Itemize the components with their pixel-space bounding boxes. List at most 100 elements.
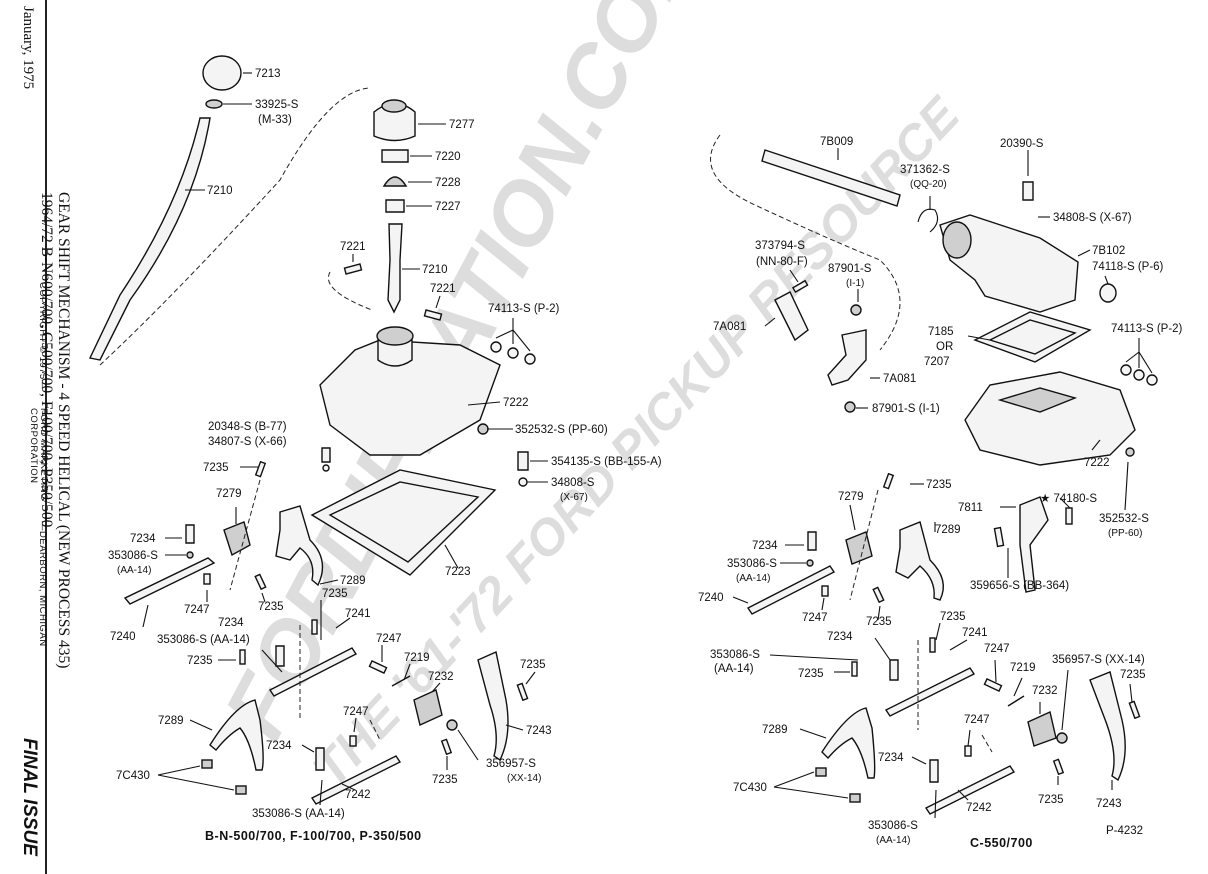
label-7247-rc: 7247: [964, 714, 990, 726]
shift-rail-7240: [123, 557, 216, 605]
label-nn-80-f: (NN-80-F): [756, 256, 808, 268]
label-353086-s-b: 353086-S (AA-14): [157, 634, 250, 646]
label-33925-s: 33925-S: [255, 99, 299, 111]
shift-lever-lower: [387, 223, 403, 314]
insert-7c430-ra: [815, 767, 827, 777]
ball-353086-ra: [806, 559, 814, 567]
spring-7234-c: [315, 747, 325, 771]
label-7241: 7241: [345, 608, 371, 620]
label-373794-s: 373794-S: [755, 240, 805, 252]
caption-right-models: C-550/700: [970, 836, 1033, 850]
label-74180-s: ★ 74180-S: [1040, 493, 1097, 505]
label-7220: 7220: [435, 151, 461, 163]
label-353086-s-ra: 353086-S: [727, 558, 777, 570]
label-7235-rc: 7235: [940, 611, 966, 623]
label-7247-rb: 7247: [984, 643, 1010, 655]
label-7243: 7243: [526, 725, 552, 737]
interlock-7247-rc: [964, 745, 972, 757]
label-7234-a: 7234: [130, 533, 156, 545]
shift-cover: [319, 339, 501, 456]
label-7221-b: 7221: [430, 283, 456, 295]
pin-7235-rb: [872, 586, 885, 604]
plug-74118: [1099, 283, 1117, 303]
label-34807-s: 34807-S (X-66): [208, 436, 287, 448]
label-7c430-right: 7C430: [733, 782, 767, 794]
ring-356957-right: [1056, 732, 1068, 744]
shift-rail-7241-right: [884, 667, 976, 717]
shift-fork-right-lower: [821, 707, 876, 779]
shift-rail-7240-right: [746, 565, 836, 615]
shift-block-7232: [413, 689, 443, 726]
lockwasher-34808: [518, 477, 528, 487]
label-7289-b: 7289: [158, 715, 184, 727]
cap-top: [381, 99, 407, 113]
interlock-pin-7235-c: [311, 619, 318, 635]
label-7235-rd: 7235: [798, 668, 824, 680]
label-7240-right: 7240: [698, 592, 724, 604]
spring-7234-rb: [889, 659, 899, 681]
label-7235-rf: 7235: [1038, 794, 1064, 806]
label-7243-right: 7243: [1096, 798, 1122, 810]
shift-fork-7243-right: [1089, 671, 1126, 782]
spring-7234-ra: [807, 531, 817, 551]
label-34808-s: 34808-S: [551, 477, 595, 489]
label-87901-s-b: 87901-S (I-1): [872, 403, 940, 415]
label-7219: 7219: [404, 652, 430, 664]
leader-extension-shaft: [710, 134, 901, 351]
label-7279: 7279: [216, 488, 242, 500]
label-359656-s: 359656-S (BB-364): [970, 580, 1069, 592]
label-or: OR: [936, 341, 953, 353]
bolt-20348: [321, 447, 331, 463]
label-354135-s: 354135-S (BB-155-A): [551, 456, 662, 468]
label-7247-c: 7247: [343, 706, 369, 718]
label-7a081-b: 7A081: [883, 373, 916, 385]
cover-turret: [377, 339, 413, 367]
label-352532-s-right: 352532-S: [1099, 513, 1149, 525]
shift-rail-7241: [268, 647, 358, 697]
label-7223: 7223: [445, 566, 471, 578]
cap-spring: [385, 199, 405, 213]
label-7234-b: 7234: [218, 617, 244, 629]
caption-left-models: B-N-500/700, F-100/700, P-350/500: [205, 829, 422, 843]
label-353086-s-rb: 353086-S: [710, 649, 760, 661]
shift-fork-right-upper: [895, 521, 944, 601]
label-xx-14: (XX-14): [507, 773, 541, 784]
washer-r3: [1146, 374, 1158, 386]
ball-353086-a: [186, 551, 194, 559]
pin-lower: [423, 309, 443, 321]
pin-upper: [343, 263, 363, 275]
figure-id: P-4232: [1106, 825, 1143, 837]
label-7234-rb: 7234: [827, 631, 853, 643]
gasket-7185-inner: [988, 319, 1077, 355]
label-7232: 7232: [428, 671, 454, 683]
label-7228: 7228: [435, 177, 461, 189]
leader-washers-right: [1125, 338, 1153, 374]
label-7b102: 7B102: [1092, 245, 1125, 257]
leader-pins: [328, 271, 373, 311]
label-7235-ra: 7235: [926, 479, 952, 491]
pin-7235-rf: [1052, 758, 1065, 776]
label-7235-re: 7235: [1120, 669, 1146, 681]
label-7247-a: 7247: [184, 604, 210, 616]
label-7235-c: 7235: [322, 588, 348, 600]
label-353086-s-c: 353086-S (AA-14): [252, 808, 345, 820]
snap-ring: [917, 208, 939, 233]
label-74113-s-right: 74113-S (P-2): [1111, 323, 1183, 335]
plug-352532-right: [1125, 447, 1135, 457]
shift-cover-right-opening: [997, 387, 1078, 413]
spring-7219: [391, 675, 411, 687]
label-371362-s: 371362-S: [900, 164, 950, 176]
shift-lever-upper: [88, 117, 211, 361]
shift-block-7279-right: [845, 531, 873, 565]
shift-cover-right: [964, 371, 1136, 466]
label-7235-b: 7235: [258, 601, 284, 613]
cap-dome: [382, 176, 408, 187]
label-7241-right: 7241: [962, 627, 988, 639]
washer-r1: [1120, 364, 1132, 376]
remote-housing: [939, 214, 1079, 313]
cover-turret-top: [376, 326, 414, 346]
label-7222-right: 7222: [1084, 457, 1110, 469]
label-7277: 7277: [449, 119, 475, 131]
left-assembly: [88, 55, 536, 805]
bolt-87901-lower: [844, 401, 856, 413]
